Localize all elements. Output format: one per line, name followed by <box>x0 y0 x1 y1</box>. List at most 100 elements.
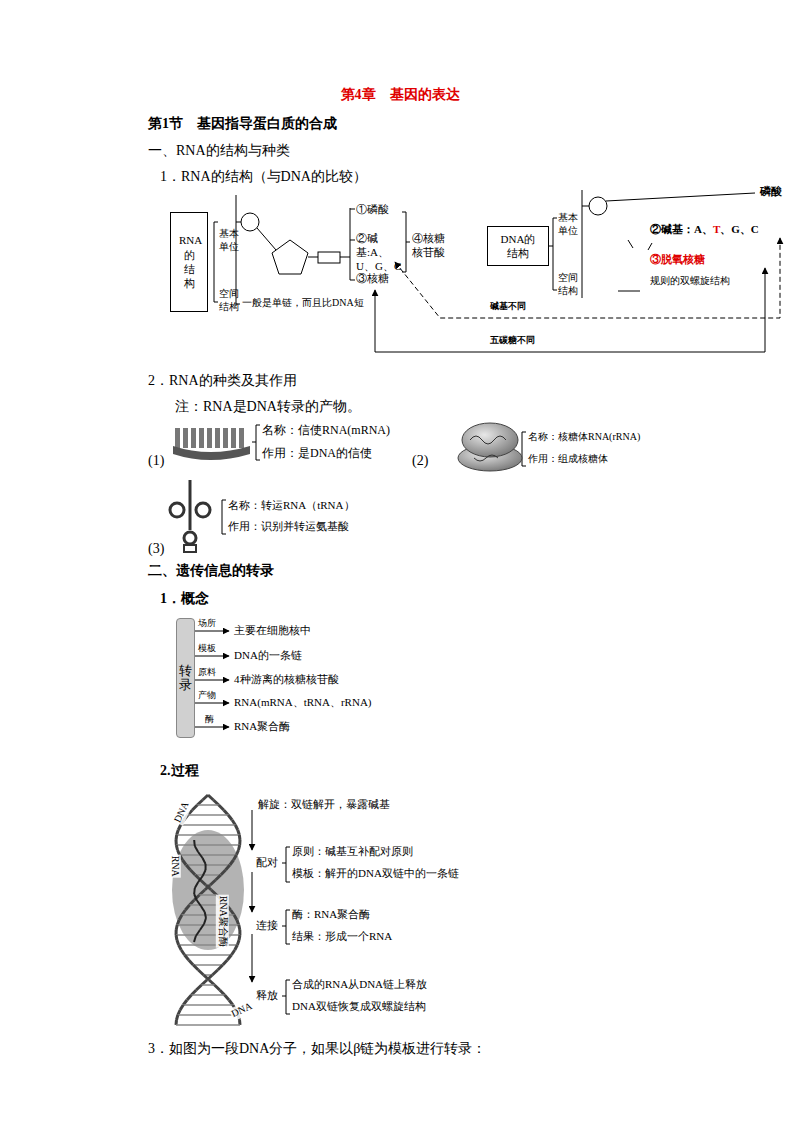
ribosome-figure <box>458 423 522 471</box>
text-label: 连接 <box>256 919 278 933</box>
text-label: (1) <box>148 452 164 470</box>
text-label: 4种游离的核糖核苷酸 <box>234 673 339 687</box>
helix-stroke <box>231 950 234 955</box>
helix-stroke <box>185 905 189 910</box>
helix-stroke <box>193 888 196 894</box>
helix-stroke <box>199 894 216 896</box>
helix-stroke <box>227 955 231 960</box>
helix-stroke <box>176 844 239 846</box>
text-label: 解旋：双链解开，暴露碱基 <box>258 798 390 812</box>
text-label: 模板 <box>198 643 216 654</box>
helix-stroke <box>196 930 200 936</box>
text-label: RNA聚合酶 <box>234 720 290 734</box>
structure-box: DNA的结构 <box>487 226 549 266</box>
helix-stroke <box>208 795 213 800</box>
text-label: 作用：组成核糖体 <box>528 453 608 466</box>
helix-stroke <box>196 985 201 990</box>
helix-stroke <box>238 835 242 840</box>
helix-stroke <box>181 824 236 826</box>
helix-stroke <box>176 1024 240 1026</box>
text-label: 产物 <box>198 690 216 701</box>
trna-figure <box>170 480 210 552</box>
helix-stroke <box>198 970 203 975</box>
text-label: 1．RNA的结构（与DNA的比较） <box>160 168 367 186</box>
helix-stroke <box>185 954 232 956</box>
helix-stroke <box>212 970 217 975</box>
concept-box: 转录 <box>176 618 195 738</box>
helix-stroke <box>194 936 196 942</box>
text-label: RNA(mRNA、tRNA、rRNA) <box>234 696 372 710</box>
helix-stroke <box>193 965 198 970</box>
helix-stroke <box>207 975 212 980</box>
helix-stroke <box>206 885 211 890</box>
helix-stroke <box>218 965 223 970</box>
text-label: (2) <box>412 452 428 470</box>
helix-stroke <box>177 924 239 926</box>
text-label: 五碳糖不同 <box>490 335 535 346</box>
helix-stroke <box>235 945 238 950</box>
helix-stroke <box>225 995 229 1000</box>
node-text: 转录 <box>179 664 192 693</box>
text-label: 名称：信使RNA(mRNA) <box>262 423 390 438</box>
helix-stroke <box>193 964 222 966</box>
helix-stroke <box>194 895 199 900</box>
helix-stroke <box>233 855 236 860</box>
text-label: ①磷酸 <box>356 203 389 217</box>
helix-stroke <box>191 994 224 996</box>
helix-stroke <box>228 815 232 820</box>
helix-stroke <box>198 852 202 858</box>
text-label: 基本单位 <box>558 212 580 237</box>
text-label: 二、遗传信息的转录 <box>148 562 274 580</box>
helix-stroke <box>180 1005 183 1010</box>
helix-stroke <box>189 960 194 965</box>
text-label: 、G、C <box>720 223 759 237</box>
helix-stroke <box>197 804 218 806</box>
text-label: ④核糖核苷酸 <box>412 232 450 260</box>
text-label: 酶 <box>205 714 214 725</box>
helix-stroke <box>178 825 180 830</box>
text-label: DNA的一条链 <box>234 649 302 663</box>
text-label: RNA聚合酶 <box>216 895 229 948</box>
helix-stroke <box>177 940 179 945</box>
helix-stroke <box>234 915 237 920</box>
text-label: 名称：核糖体RNA(rRNA) <box>528 431 640 444</box>
helix-stroke <box>219 805 224 810</box>
text-label: 3．如图为一段DNA分子，如果以β链为模板进行转录： <box>148 1040 486 1058</box>
helix-stroke <box>221 870 226 875</box>
helix-stroke <box>226 865 230 870</box>
text-label: 注：RNA是DNA转录的产物。 <box>175 398 361 416</box>
text-label: 2．RNA的种类及其作用 <box>148 372 297 390</box>
text-label: 2.过程 <box>160 762 199 780</box>
text-label: RNA <box>168 855 181 878</box>
helix-stroke <box>193 840 196 846</box>
text-label: 规则的双螺旋结构 <box>650 275 730 288</box>
helix-stroke <box>183 860 187 865</box>
helix-stroke <box>239 845 240 850</box>
helix-stroke <box>205 912 206 918</box>
helix-stroke <box>215 985 220 990</box>
helix-stroke <box>203 870 206 876</box>
helix-stroke <box>175 935 179 940</box>
helix-stroke <box>176 845 177 850</box>
helix-stroke <box>204 918 206 924</box>
text-label: DNA双链恢复成双螺旋结构 <box>292 1000 426 1014</box>
helix-stroke <box>192 805 197 810</box>
helix-stroke <box>238 935 242 940</box>
helix-stroke <box>198 876 202 882</box>
text-label: 释放 <box>256 989 278 1003</box>
helix-stroke <box>201 984 214 986</box>
structure-box: RNA的结构 <box>170 212 208 312</box>
text-label: 基本单位 <box>219 228 241 253</box>
helix-stroke <box>176 934 240 936</box>
text-label: 合成的RNA从DNA链上释放 <box>292 978 427 992</box>
text-label: 原则：碱基互补配对原则 <box>292 845 413 859</box>
helix-stroke <box>201 906 205 912</box>
text-label: T <box>713 223 720 237</box>
helix-stroke <box>179 915 182 920</box>
transcription-figure <box>172 795 244 1025</box>
helix-stroke <box>187 995 191 1000</box>
helix-stroke <box>176 925 177 930</box>
helix-stroke <box>203 795 208 800</box>
helix-stroke <box>180 854 237 856</box>
text-label: 名称：转运RNA（tRNA） <box>228 499 355 513</box>
